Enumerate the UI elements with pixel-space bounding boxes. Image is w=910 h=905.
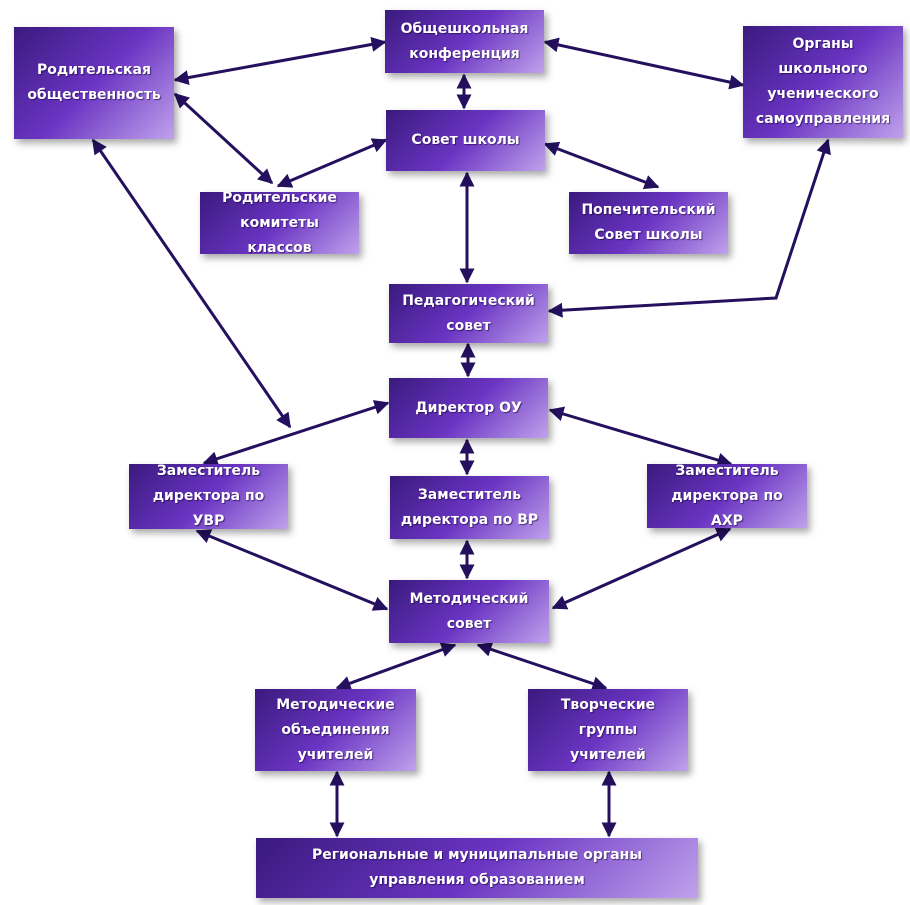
node-sovet-shkoly: Совет школы bbox=[386, 110, 545, 171]
connector-metodsovet-tvorcheskie bbox=[476, 642, 608, 691]
node-organy: Органы школьного ученического самоуправл… bbox=[743, 26, 903, 138]
node-rod-komitety: Родительские комитеты классов bbox=[200, 190, 359, 256]
node-ped-sovet: Педагогический совет bbox=[389, 284, 548, 343]
node-regionalnye: Региональные и муниципальные органы упра… bbox=[256, 838, 698, 898]
node-direktor: Директор ОУ bbox=[389, 378, 548, 438]
connector-direktor-zam-uvr bbox=[202, 400, 390, 466]
connector-sovet-komitety bbox=[276, 138, 388, 188]
node-roditelskaya: Родительская общественность bbox=[14, 27, 174, 139]
connector-metodsovet-obedineniya bbox=[335, 642, 457, 691]
node-metod-sovet: Методический совет bbox=[389, 580, 549, 643]
connector-zam-ahr-metodsovet bbox=[551, 527, 732, 610]
connector-roditelskaya-konferentsiya bbox=[173, 37, 387, 85]
node-metod-obedineniya: Методические объединения учителей bbox=[255, 689, 416, 771]
connector-zam-uvr-metodsovet bbox=[195, 529, 389, 611]
node-zam-ahr: Заместитель директора по АХР bbox=[647, 463, 807, 529]
connector-organy-pedsovet bbox=[547, 138, 831, 318]
connector-roditelskaya-komitety bbox=[173, 92, 274, 185]
connector-konferentsiya-organy bbox=[543, 37, 745, 90]
connector-roditelskaya-zam-uvr bbox=[91, 138, 292, 429]
connector-direktor-zam-ahr bbox=[548, 406, 733, 468]
node-popechitelsky: Попечительский Совет школы bbox=[569, 192, 728, 254]
connector-sovet-popechitelsky bbox=[543, 141, 660, 190]
node-konferentsiya: Общешкольная конференция bbox=[385, 10, 544, 73]
node-zam-vr: Заместитель директора по ВР bbox=[390, 476, 549, 539]
node-zam-uvr: Заместитель директора по УВР bbox=[129, 463, 288, 529]
node-tvorcheskie: Творческие группы учителей bbox=[528, 689, 688, 771]
